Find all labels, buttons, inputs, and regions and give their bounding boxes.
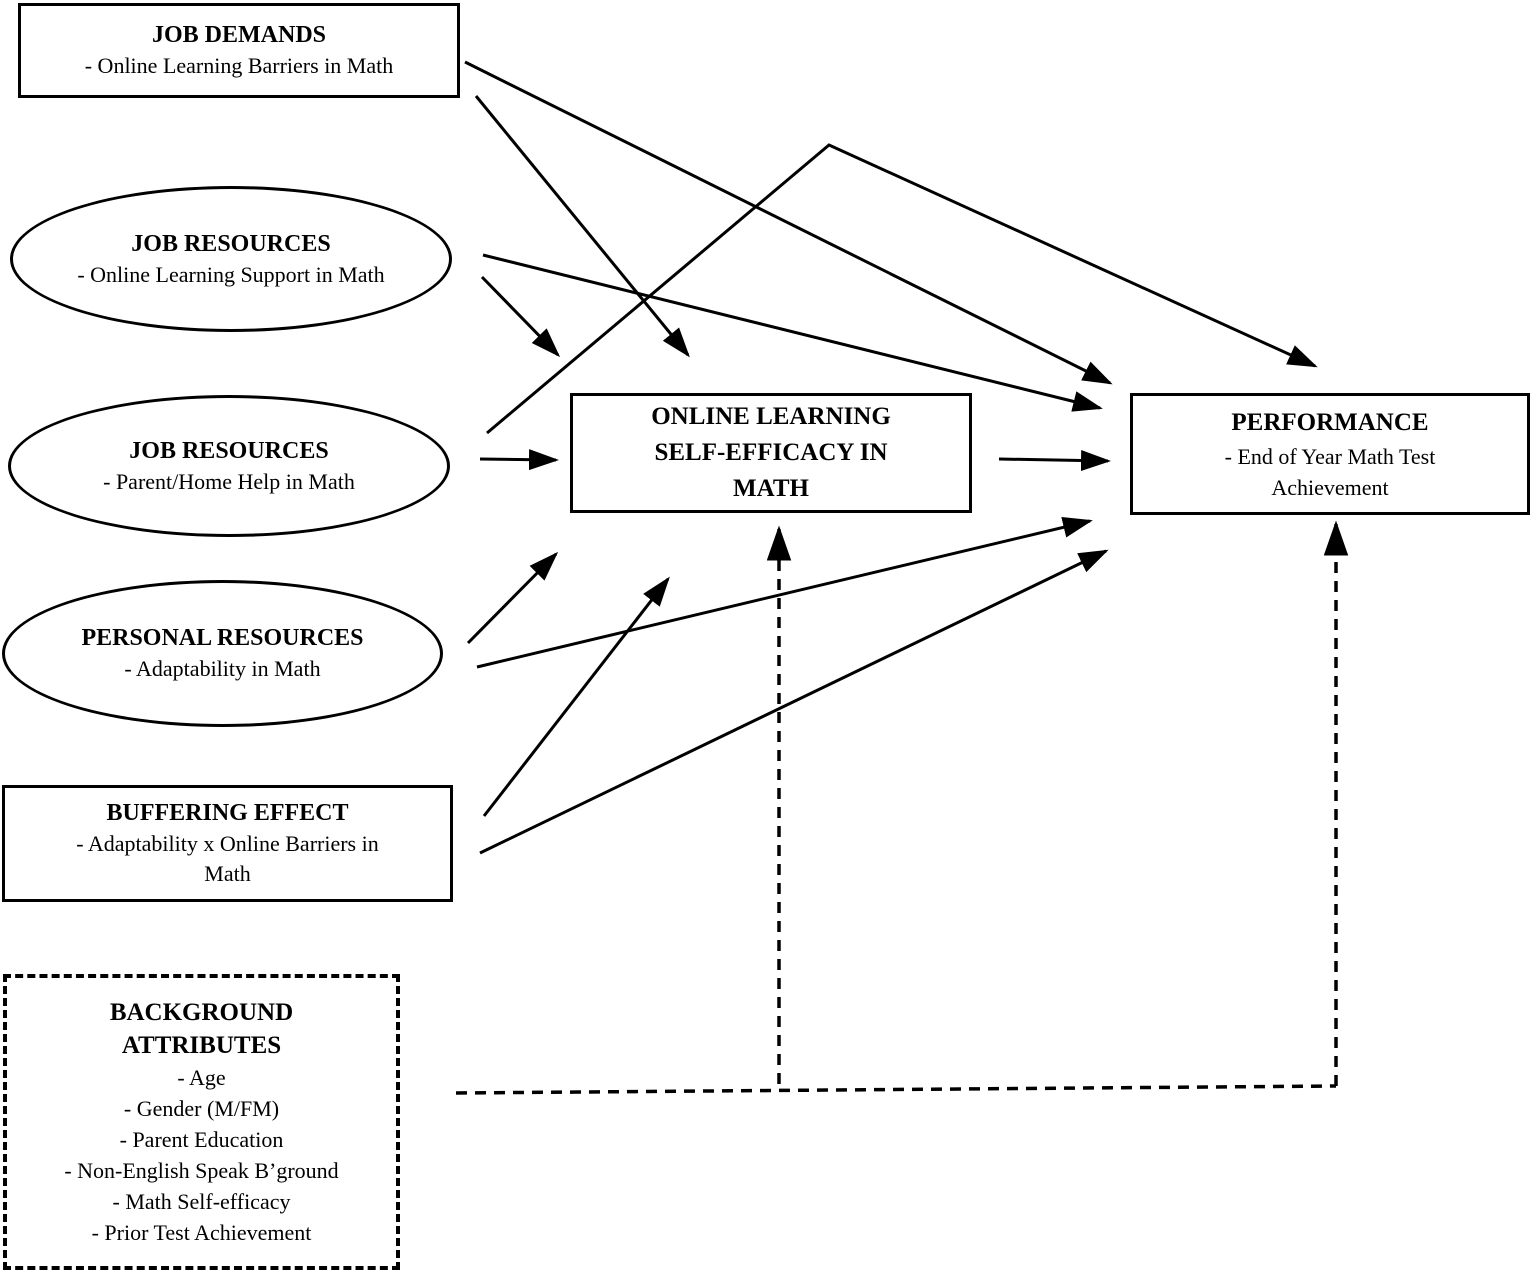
buffering-effect-box: BUFFERING EFFECT - Adaptability x Online… bbox=[2, 785, 453, 902]
personal-resources-ellipse: PERSONAL RESOURCES - Adaptability in Mat… bbox=[2, 580, 443, 727]
personal-resources-subtitle: - Adaptability in Math bbox=[124, 656, 321, 681]
background-attributes-box: BACKGROUND ATTRIBUTES - Age - Gender (M/… bbox=[3, 974, 400, 1270]
performance-title: PERFORMANCE bbox=[1231, 409, 1429, 436]
job-demands-subtitle: - Online Learning Barriers in Math bbox=[84, 53, 394, 78]
arrow-job_resources_parent-to-performance bbox=[486, 143, 1318, 435]
performance-subtitle-line1: - End of Year Math Test bbox=[1224, 444, 1436, 469]
job-demands-title: JOB DEMANDS bbox=[151, 22, 326, 48]
online-self-efficacy-title-line3: MATH bbox=[733, 475, 809, 502]
arrow-background_attributes-to-junction bbox=[455, 1084, 1337, 1095]
arrow-buffering_effect-to-online_self_efficacy bbox=[482, 576, 670, 817]
performance-subtitle-line2: Achievement bbox=[1271, 475, 1389, 500]
background-attribute-non-english: - Non-English Speak B’ground bbox=[64, 1158, 339, 1183]
personal-resources-title: PERSONAL RESOURCES bbox=[81, 625, 364, 651]
online-self-efficacy-title-line1: ONLINE LEARNING bbox=[651, 403, 891, 430]
background-attributes-title-line1: BACKGROUND bbox=[109, 999, 294, 1026]
online-self-efficacy-title-line2: SELF-EFFICACY IN bbox=[654, 439, 888, 466]
buffering-effect-subtitle-line1: - Adaptability x Online Barriers in bbox=[76, 831, 379, 856]
performance-box: PERFORMANCE - End of Year Math Test Achi… bbox=[1130, 393, 1530, 515]
buffering-effect-title: BUFFERING EFFECT bbox=[106, 800, 349, 826]
arrow-personal_resources-to-online_self_efficacy bbox=[466, 551, 559, 645]
arrow-online_self_efficacy-to-performance bbox=[998, 450, 1111, 472]
arrow-job_resources_support-to-online_self_efficacy bbox=[480, 275, 561, 358]
job-resources-support-title: JOB RESOURCES bbox=[131, 230, 331, 257]
job-resources-parent-subtitle: - Parent/Home Help in Math bbox=[103, 468, 355, 494]
job-resources-parent-ellipse: JOB RESOURCES - Parent/Home Help in Math bbox=[8, 395, 450, 537]
job-resources-support-subtitle: - Online Learning Support in Math bbox=[77, 261, 385, 287]
background-attribute-parent-education: - Parent Education bbox=[119, 1127, 284, 1152]
arrow-job_resources_parent-to-online_self_efficacy bbox=[479, 449, 559, 471]
job-demands-box: JOB DEMANDS - Online Learning Barriers i… bbox=[18, 3, 460, 98]
background-attribute-prior-test: - Prior Test Achievement bbox=[91, 1220, 312, 1245]
buffering-effect-subtitle-line2: Math bbox=[204, 861, 251, 886]
background-attributes-title-line2: ATTRIBUTES bbox=[121, 1032, 282, 1059]
arrow-buffering_effect-to-performance bbox=[479, 549, 1109, 855]
arrow-personal_resources-to-performance bbox=[476, 517, 1093, 669]
job-resources-support-ellipse: JOB RESOURCES - Online Learning Support … bbox=[10, 186, 452, 332]
arrow-job_demands-to-online_self_efficacy bbox=[474, 95, 690, 358]
arrow-job_resources_support-to-performance bbox=[482, 253, 1103, 412]
background-attribute-gender: - Gender (M/FM) bbox=[123, 1096, 280, 1121]
arrow-job_demands-to-performance bbox=[464, 60, 1113, 385]
online-learning-self-efficacy-box: ONLINE LEARNING SELF-EFFICACY IN MATH bbox=[570, 393, 972, 513]
job-resources-parent-title: JOB RESOURCES bbox=[129, 437, 329, 464]
background-attribute-age: - Age bbox=[177, 1065, 226, 1090]
background-attribute-math-self-efficacy: - Math Self-efficacy bbox=[112, 1189, 291, 1214]
